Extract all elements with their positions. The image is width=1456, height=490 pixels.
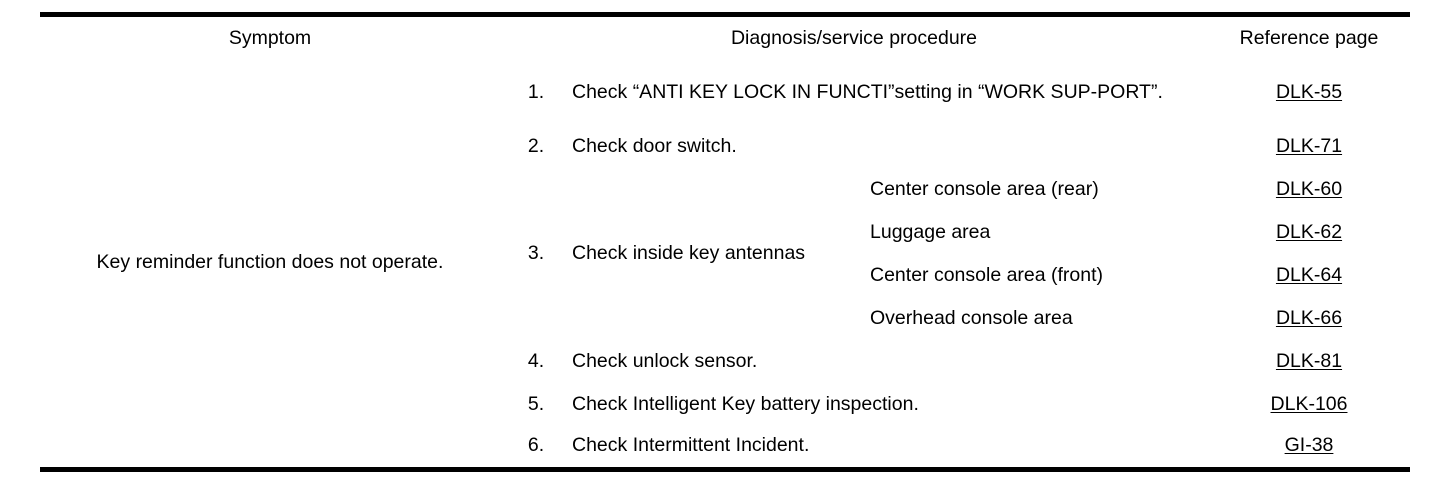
- step-text: Check door switch.: [572, 134, 737, 157]
- reference-link[interactable]: DLK-62: [1275, 220, 1343, 243]
- column-header-symptom: Symptom: [228, 26, 312, 49]
- step-number: 5.: [527, 392, 545, 415]
- step-number: 4.: [527, 349, 545, 372]
- step-text: Check inside key antennas: [572, 242, 806, 265]
- table-body: Key reminder function does not operate. …: [40, 60, 1410, 469]
- step-text: Check Intermittent Incident.: [572, 434, 810, 457]
- reference-cell: DLK-71: [1208, 125, 1410, 168]
- table-row: Luggage area DLK-62: [40, 211, 1410, 254]
- step-text: Check “ANTI KEY LOCK IN FUNCTI”setting i…: [572, 80, 1163, 103]
- symptom-cell: Key reminder function does not operate.: [96, 251, 444, 274]
- table-header: Symptom Diagnosis/service procedure Refe…: [40, 15, 1410, 61]
- reference-link[interactable]: GI-38: [1284, 434, 1334, 457]
- reference-link[interactable]: DLK-71: [1275, 134, 1343, 157]
- step-text: Check unlock sensor.: [572, 349, 758, 372]
- header-row: Symptom Diagnosis/service procedure Refe…: [40, 15, 1410, 61]
- antenna-area-label: Center console area (rear): [870, 177, 1099, 200]
- step-number: 1.: [527, 80, 545, 103]
- reference-link[interactable]: DLK-60: [1275, 177, 1343, 200]
- table-row: Center console area (front) DLK-64: [40, 254, 1410, 297]
- table-row: 3. Check inside key antennas Center cons…: [40, 168, 1410, 265]
- reference-cell: DLK-62: [1208, 211, 1410, 254]
- table-row: Key reminder function does not operate. …: [40, 60, 1410, 274]
- step-text: Check Intelligent Key battery inspection…: [572, 392, 919, 415]
- step-number: 6.: [527, 434, 545, 457]
- reference-link[interactable]: DLK-81: [1275, 349, 1343, 372]
- antenna-area-label: Center console area (front): [870, 263, 1104, 286]
- table-row: Overhead console area DLK-66: [40, 297, 1410, 340]
- reference-link[interactable]: DLK-64: [1275, 263, 1343, 286]
- reference-cell: DLK-81: [1208, 340, 1410, 383]
- reference-cell: DLK-64: [1208, 254, 1410, 297]
- antenna-area-label: Luggage area: [870, 220, 991, 243]
- reference-link[interactable]: DLK-66: [1275, 306, 1343, 329]
- column-header-reference: Reference page: [1239, 26, 1379, 49]
- reference-cell: DLK-66: [1208, 297, 1410, 340]
- step-number: 3.: [527, 242, 545, 265]
- reference-cell: DLK-106: [1208, 383, 1410, 426]
- reference-link[interactable]: DLK-106: [1270, 392, 1348, 415]
- step-number: 2.: [527, 134, 545, 157]
- table-row: 4. Check unlock sensor. DLK-81: [40, 340, 1410, 383]
- antenna-area-label: Overhead console area: [870, 306, 1073, 329]
- reference-cell: GI-38: [1208, 426, 1410, 469]
- table-row: 2. Check door switch. DLK-71: [40, 125, 1410, 168]
- column-header-procedure: Diagnosis/service procedure: [730, 26, 978, 49]
- diagnosis-table: Symptom Diagnosis/service procedure Refe…: [40, 12, 1410, 472]
- table-row: 6. Check Intermittent Incident. GI-38: [40, 426, 1410, 469]
- reference-cell: DLK-60: [1208, 168, 1410, 211]
- table-row: 5. Check Intelligent Key battery inspect…: [40, 383, 1410, 426]
- reference-cell: DLK-55: [1208, 60, 1410, 125]
- reference-link[interactable]: DLK-55: [1275, 80, 1343, 103]
